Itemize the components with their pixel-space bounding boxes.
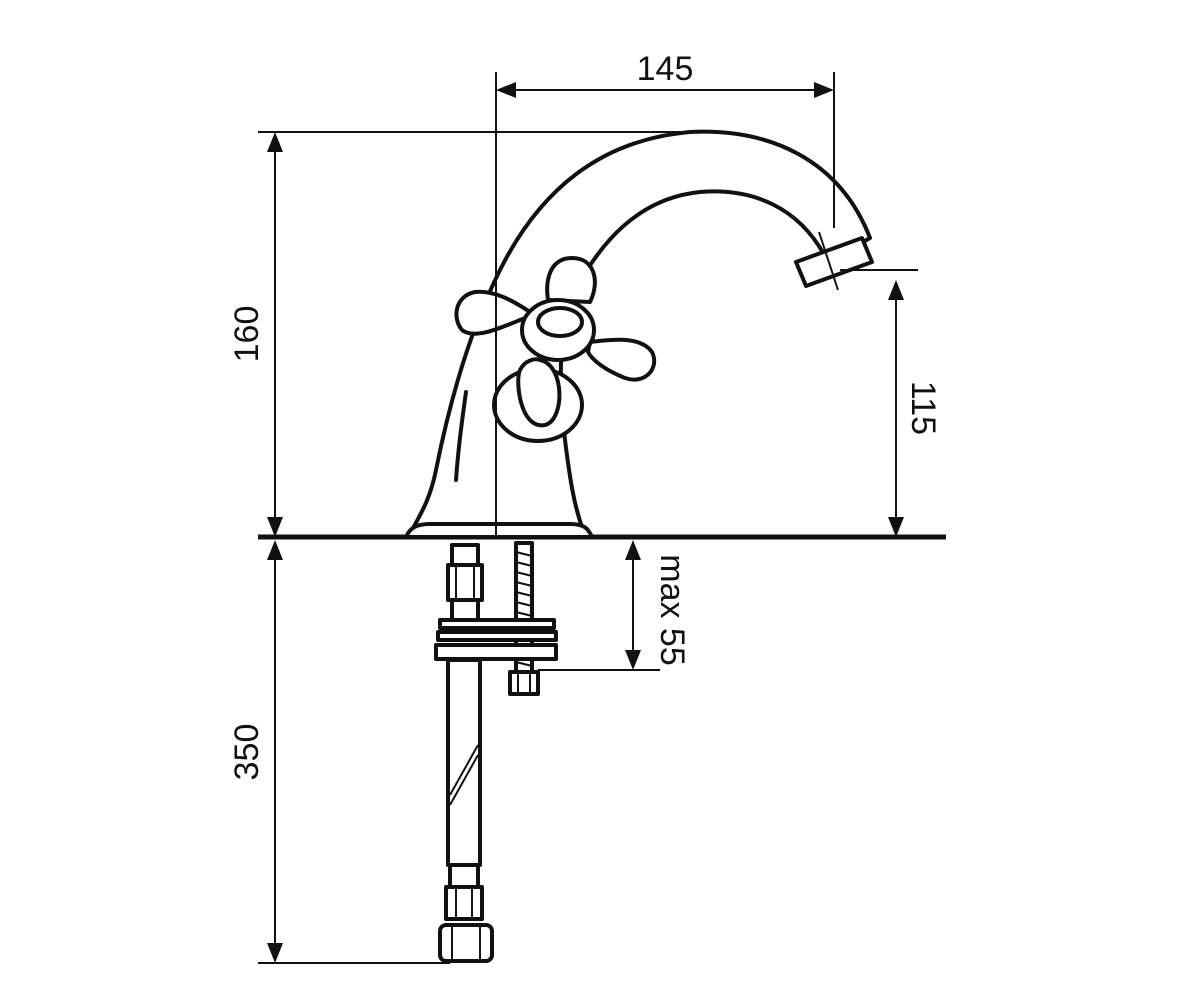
dimension-spout-reach: 145	[496, 50, 835, 228]
handle-lower-knob	[516, 357, 562, 428]
dimension-label-max-55: max 55	[653, 554, 691, 666]
handle-right-arm	[586, 337, 656, 382]
base-foot	[404, 522, 594, 539]
dimension-total-height: 160	[228, 131, 690, 537]
mounting-hardware	[434, 541, 558, 963]
aerator	[794, 231, 874, 291]
dimension-hose-length: 350	[228, 540, 450, 964]
dimension-label-350: 350	[228, 724, 266, 781]
body-shade-line	[454, 390, 468, 482]
dimension-label-145: 145	[637, 50, 694, 88]
dimension-label-115: 115	[904, 381, 942, 435]
handle-top-arm	[545, 256, 597, 304]
flexible-hose	[438, 543, 494, 963]
handle-left-arm	[454, 289, 532, 336]
dimension-max-deck-thickness: max 55	[538, 540, 691, 671]
mounting-plate	[434, 618, 558, 661]
dimension-label-160: 160	[228, 306, 266, 363]
aerator-ring	[794, 236, 874, 288]
handle-hub-cap	[536, 306, 584, 338]
cross-handle[interactable]	[454, 256, 656, 443]
dimension-spout-height: 115	[840, 269, 942, 537]
aerator-axis-line	[818, 231, 839, 291]
